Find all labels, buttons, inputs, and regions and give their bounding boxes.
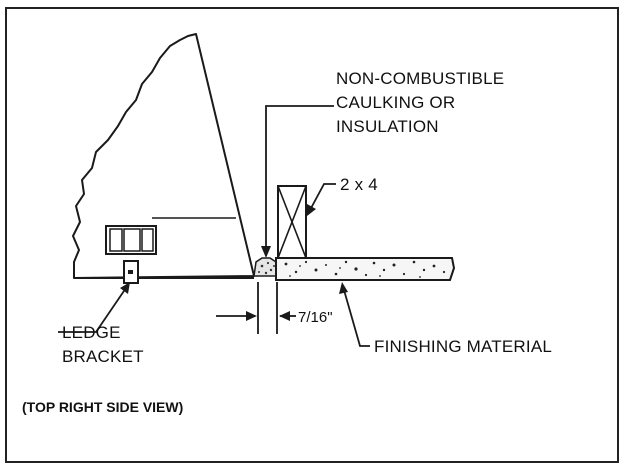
stud-label: 2 x 4 — [340, 175, 378, 194]
fireplace-body — [72, 33, 255, 279]
ledge-label-line2: BRACKET — [62, 347, 144, 366]
diagram-border — [5, 7, 619, 463]
ledge-arrow-head — [120, 282, 130, 294]
stud-2x4 — [277, 185, 307, 259]
stud-arrow-head — [307, 204, 316, 216]
caulking-texture — [258, 261, 275, 275]
finishing-leader — [343, 289, 370, 347]
caulking-label-line2: CAULKING OR — [336, 93, 455, 112]
finishing-texture — [284, 260, 446, 278]
caulking-label-line1: NON-COMBUSTIBLE — [336, 69, 504, 88]
view-caption: (TOP RIGHT SIDE VIEW) — [22, 399, 183, 415]
ledge-leader — [58, 287, 127, 333]
gap-dimension-label: 7/16" — [298, 309, 333, 326]
finishing-material-slab — [275, 257, 456, 281]
vent-panel — [105, 225, 157, 255]
ledge-bracket — [123, 260, 139, 284]
caulking-leader — [265, 105, 334, 248]
caulking-label-line3: INSULATION — [336, 117, 439, 136]
gap-arrow-right-head — [279, 311, 290, 321]
stud-leader — [309, 183, 336, 211]
finishing-label: FINISHING MATERIAL — [374, 337, 552, 356]
caulking-arrow-head — [261, 246, 271, 258]
gap-arrow-left-head — [246, 311, 257, 321]
finishing-arrow-head — [339, 282, 348, 294]
ledge-label-line1: LEDGE — [62, 323, 121, 342]
